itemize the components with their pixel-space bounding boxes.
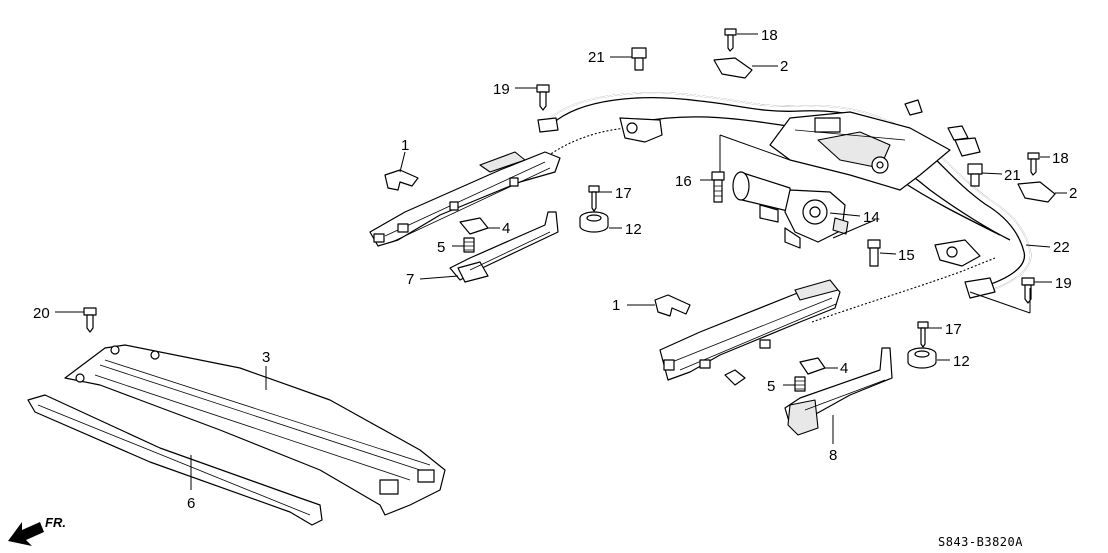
front-direction-arrow: FR. [8, 515, 66, 546]
callout-20: 20 [33, 305, 50, 322]
holder-clip-right [1017, 181, 1056, 203]
cable-clip-lower-right [934, 239, 996, 299]
bolt-21-right [967, 163, 983, 187]
bolt-21-upper [631, 47, 647, 71]
push-pull-cable-right [811, 257, 996, 323]
slide-clip-lower [799, 357, 826, 375]
screw-19-right [1021, 277, 1035, 304]
grommet-upper [579, 211, 609, 233]
grommet-lower [907, 347, 937, 369]
guide-rail-left [369, 151, 561, 247]
guide-rail-right [659, 279, 841, 386]
connector-right [904, 99, 981, 157]
motor-mounting-bracket [769, 111, 951, 191]
callout-19-right: 19 [1055, 275, 1072, 292]
screw-18-right [1027, 152, 1040, 176]
holder-clip-upper [713, 57, 753, 79]
callout-3: 3 [262, 349, 270, 366]
callout-1-upper: 1 [401, 137, 409, 154]
screw-17-lower [917, 321, 929, 348]
callout-15: 15 [898, 247, 915, 264]
bolt-16 [711, 171, 725, 203]
cable-clip-upper-left [537, 117, 663, 143]
callout-21-upper: 21 [588, 49, 605, 66]
spring-clip-upper [384, 169, 419, 191]
front-arrow-icon [8, 522, 44, 546]
callout-4-lower: 4 [840, 360, 848, 377]
screw-17-upper [588, 185, 600, 212]
callout-19-upper: 19 [493, 81, 510, 98]
rear-guide-right [784, 347, 893, 436]
weatherstrip-seal [27, 394, 323, 526]
front-marker-label: FR. [45, 515, 66, 530]
callout-16: 16 [675, 173, 692, 190]
callout-18-upper: 18 [761, 27, 778, 44]
callout-22: 22 [1053, 239, 1070, 256]
sunroof-motor [732, 171, 849, 249]
callout-7: 7 [406, 271, 414, 288]
callout-18-right: 18 [1052, 150, 1069, 167]
callout-12-upper: 12 [625, 221, 642, 238]
callout-17-upper: 17 [615, 185, 632, 202]
callout-2-right: 2 [1069, 185, 1077, 202]
callout-17-lower: 17 [945, 321, 962, 338]
rear-guide-left [449, 211, 559, 283]
spring-lower [794, 376, 806, 392]
callout-8: 8 [829, 447, 837, 464]
callout-2-upper: 2 [780, 58, 788, 75]
slide-clip-upper [459, 217, 489, 235]
screw-18-upper [724, 28, 737, 52]
screw-19-upper [536, 84, 550, 111]
callout-21-right: 21 [1004, 167, 1021, 184]
front-deflector-frame [64, 344, 446, 516]
callout-12-lower: 12 [953, 353, 970, 370]
bolt-15 [867, 239, 881, 267]
diagram-code: S843-B3820A [938, 535, 1023, 549]
callout-1-lower: 1 [612, 297, 620, 314]
callout-14: 14 [863, 209, 880, 226]
screw-20 [83, 307, 97, 333]
callout-5-upper: 5 [437, 239, 445, 256]
callout-6: 6 [187, 495, 195, 512]
spring-clip-lower [654, 294, 691, 317]
callout-5-lower: 5 [767, 378, 775, 395]
spring-upper [463, 237, 475, 253]
push-pull-cable-left [547, 127, 629, 157]
leader-lines [55, 33, 1067, 490]
callout-4-upper: 4 [502, 220, 510, 237]
